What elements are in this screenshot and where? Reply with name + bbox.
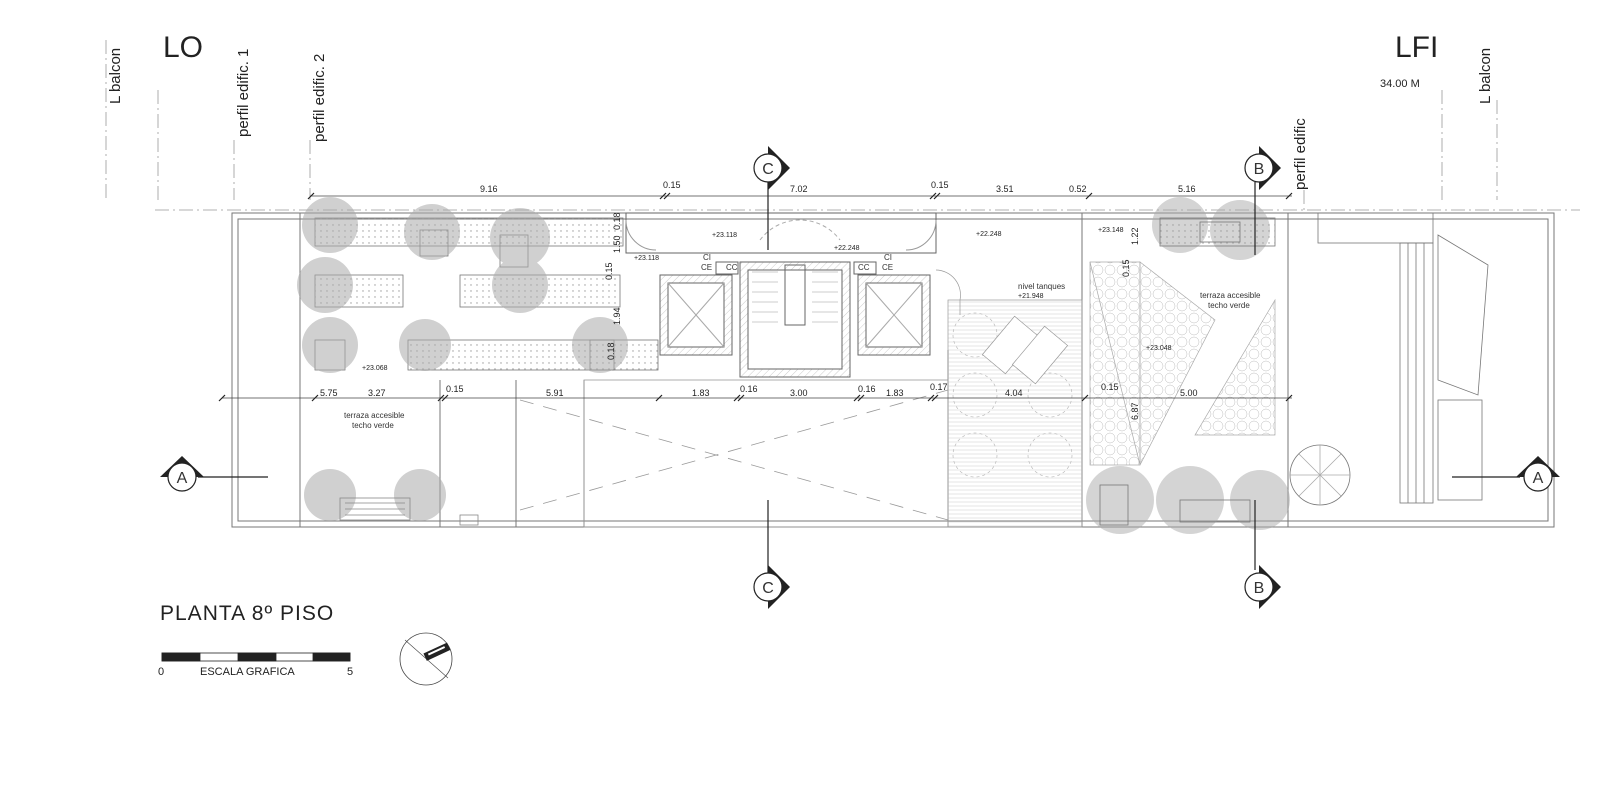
- terraza-left-label-2: techo verde: [352, 421, 394, 430]
- dim-mid-5: 0.16: [740, 384, 758, 394]
- lfi-label: LFI: [1395, 31, 1438, 64]
- dim-vert-5: 1.22: [1130, 227, 1140, 245]
- section-c-top-label: C: [762, 161, 774, 178]
- dim-mid-7: 0.16: [858, 384, 876, 394]
- level-5: +21.948: [1018, 293, 1044, 300]
- cc-label-2: CC: [858, 263, 870, 272]
- ce-label-1: CE: [701, 263, 712, 272]
- dim-top-2: 7.02: [790, 184, 808, 194]
- dim-mid-6: 3.00: [790, 388, 808, 398]
- dim-vert-3: 1.94: [612, 307, 622, 325]
- perfil-2-label: perfil edific. 2: [311, 54, 328, 142]
- dim-vert-1: 1.50: [612, 235, 622, 253]
- dim-top-1: 0.15: [663, 180, 681, 190]
- void-area: [519, 379, 949, 528]
- trees-left: [297, 197, 628, 521]
- section-marker-a-right: A: [1516, 456, 1560, 492]
- nivel-tanques-label: nivel tanques: [1018, 282, 1065, 291]
- section-a-right-label: A: [1533, 470, 1544, 487]
- l-balcon-right-label: L balcon: [1477, 48, 1494, 104]
- reference-lines: [105, 40, 1580, 211]
- scale-start: 0: [158, 666, 164, 678]
- dim-mid-4: 1.83: [692, 388, 710, 398]
- section-c-bottom-label: C: [762, 580, 774, 597]
- dim-mid-10: 4.04: [1005, 388, 1023, 398]
- page-title: PLANTA 8º PISO: [160, 602, 334, 625]
- level-6: +23.068: [362, 365, 388, 372]
- section-marker-c-bottom: C: [753, 565, 790, 609]
- core: [625, 212, 937, 378]
- level-4: +23.148: [1098, 227, 1124, 234]
- level-0: +23.118: [712, 232, 737, 239]
- dimension-ticks: [218, 192, 1293, 402]
- terraza-left-label-1: terraza accesible: [344, 411, 405, 420]
- dim-mid-3: 5.91: [546, 388, 564, 398]
- graphic-scale: [161, 652, 351, 662]
- level-7: +23.048: [1146, 345, 1172, 352]
- bench-left: [339, 497, 479, 526]
- dim-vert-7: 6.87: [1130, 402, 1140, 420]
- dim-vert-6: 0.15: [1121, 259, 1131, 277]
- section-marker-b-bottom: B: [1244, 565, 1281, 609]
- lo-label: LO: [163, 31, 203, 64]
- level-1: +23.118: [634, 255, 659, 262]
- scale-label: ESCALA GRAFICA: [200, 666, 295, 678]
- terraza-right-label-2: techo verde: [1208, 301, 1250, 310]
- right-details: [1099, 212, 1489, 526]
- perfil-1-label: perfil edific. 1: [235, 49, 252, 137]
- dim-mid-12: 5.00: [1180, 388, 1198, 398]
- scale-end: 5: [347, 666, 353, 678]
- cc-label-1: CC: [726, 263, 738, 272]
- l-balcon-left-label: L balcon: [107, 48, 124, 104]
- dim-mid-2: 0.15: [446, 384, 464, 394]
- distance-label: 34.00 M: [1380, 78, 1420, 90]
- dim-mid-0: 5.75: [320, 388, 338, 398]
- section-a-left-label: A: [177, 470, 188, 487]
- dim-vert-2: 0.15: [604, 262, 614, 280]
- section-marker-b-top: B: [1244, 146, 1281, 190]
- section-marker-a-left: A: [160, 456, 204, 492]
- deck-area: [935, 269, 1083, 528]
- section-b-bottom-label: B: [1254, 580, 1265, 597]
- ci-label-2: CI: [884, 253, 892, 262]
- dim-top-0: 9.16: [480, 184, 498, 194]
- terraza-right-label-1: terraza accesible: [1200, 291, 1261, 300]
- dim-top-5: 0.52: [1069, 184, 1087, 194]
- perfil-edific-label: perfil edific: [1292, 118, 1309, 190]
- north-arrow-icon: [399, 632, 453, 686]
- ce-label-2: CE: [882, 263, 893, 272]
- dimension-lines: [222, 195, 1292, 399]
- dim-mid-9: 0.17: [930, 382, 948, 392]
- section-marker-c-top: C: [753, 146, 790, 190]
- dim-mid-11: 0.15: [1101, 382, 1119, 392]
- dim-mid-8: 1.83: [886, 388, 904, 398]
- dim-top-4: 3.51: [996, 184, 1014, 194]
- dim-top-6: 5.16: [1178, 184, 1196, 194]
- dim-vert-0: 0.18: [612, 212, 622, 230]
- level-3: +22.248: [976, 231, 1002, 238]
- terrace-right: [1089, 261, 1276, 466]
- dim-top-3: 0.15: [931, 180, 949, 190]
- section-b-top-label: B: [1254, 161, 1265, 178]
- dim-vert-4: 0.18: [606, 342, 616, 360]
- level-2: +22.248: [834, 245, 860, 252]
- dim-mid-1: 3.27: [368, 388, 386, 398]
- ci-label-1: CI: [703, 253, 711, 262]
